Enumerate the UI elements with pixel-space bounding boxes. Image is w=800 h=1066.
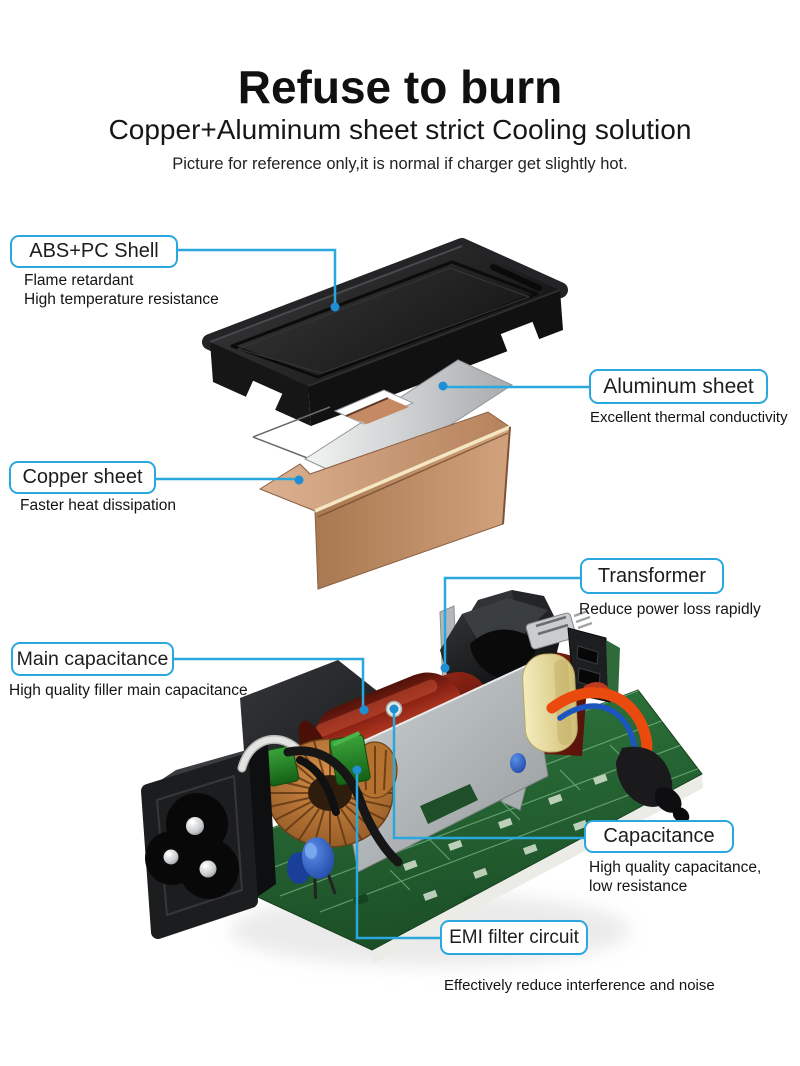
callout-label: Main capacitance xyxy=(16,647,169,670)
callout-capacitance: Capacitance xyxy=(584,820,734,853)
page-title: Refuse to burn xyxy=(237,61,563,113)
callout-desc-emi-filter-circuit: Effectively reduce interference and nois… xyxy=(444,977,715,994)
callout-abs-pc-shell: ABS+PC Shell xyxy=(10,235,178,268)
callout-desc-main-capacitance: High quality filler main capacitance xyxy=(9,682,248,699)
callout-copper-sheet: Copper sheet xyxy=(9,461,156,494)
output-cable xyxy=(546,682,690,823)
output-connector xyxy=(525,609,593,650)
shell-notches xyxy=(241,321,544,420)
internal-wires xyxy=(237,734,403,867)
page-subtitle: Copper+Aluminum sheet strict Cooling sol… xyxy=(108,114,692,145)
callout-desc-abs-pc-shell: Flame retardant High temperature resista… xyxy=(24,272,219,308)
cloverleaf-recess xyxy=(145,793,239,899)
callout-emi-filter-circuit: EMI filter circuit xyxy=(440,920,588,955)
callout-desc-copper-sheet: Faster heat dissipation xyxy=(20,497,176,514)
leader-dots xyxy=(294,302,450,775)
callout-label: EMI filter circuit xyxy=(449,926,579,948)
aluminum-sheet-illustration xyxy=(252,359,514,485)
callout-label: Capacitance xyxy=(603,825,715,847)
callout-desc-transformer: Reduce power loss rapidly xyxy=(579,601,761,618)
abs-pc-shell-illustration xyxy=(202,238,568,426)
circuit-board-illustration xyxy=(141,590,703,966)
leader-lines xyxy=(155,248,589,940)
ac-inlet xyxy=(141,744,276,939)
heatsink-plates xyxy=(335,663,549,873)
page-note: Picture for reference only,it is normal … xyxy=(172,155,628,173)
callout-desc-aluminum-sheet: Excellent thermal conductivity xyxy=(590,409,788,426)
disc-capacitors xyxy=(287,753,526,899)
callout-main-capacitance: Main capacitance xyxy=(11,642,174,676)
callout-label: Copper sheet xyxy=(22,466,143,488)
callout-aluminum-sheet: Aluminum sheet xyxy=(589,369,768,404)
callout-desc-capacitance: High quality capacitance, low resistance xyxy=(589,859,762,895)
callout-label: ABS+PC Shell xyxy=(29,240,159,262)
callout-label: Aluminum sheet xyxy=(603,374,754,398)
callout-label: Transformer xyxy=(597,564,707,587)
copper-sheet-illustration xyxy=(258,411,512,590)
callout-transformer: Transformer xyxy=(580,558,724,594)
